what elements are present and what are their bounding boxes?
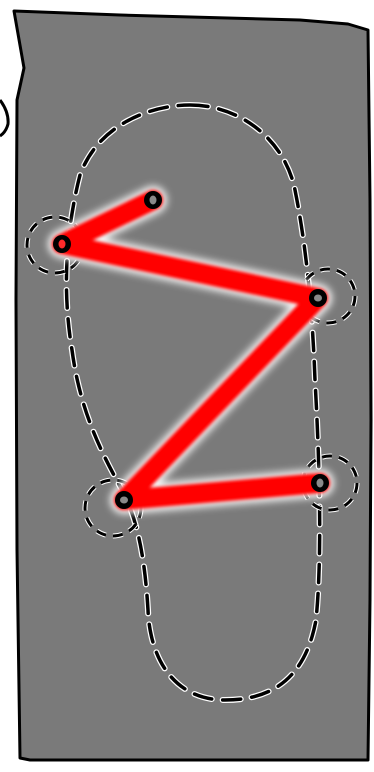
node-start (144, 191, 162, 209)
node-right-lower (311, 474, 329, 492)
stray-edge-stroke (0, 100, 8, 136)
node-upper-left (53, 235, 71, 253)
node-right-upper (309, 289, 327, 307)
node-lower-left (115, 491, 133, 509)
board-panel (14, 11, 371, 760)
